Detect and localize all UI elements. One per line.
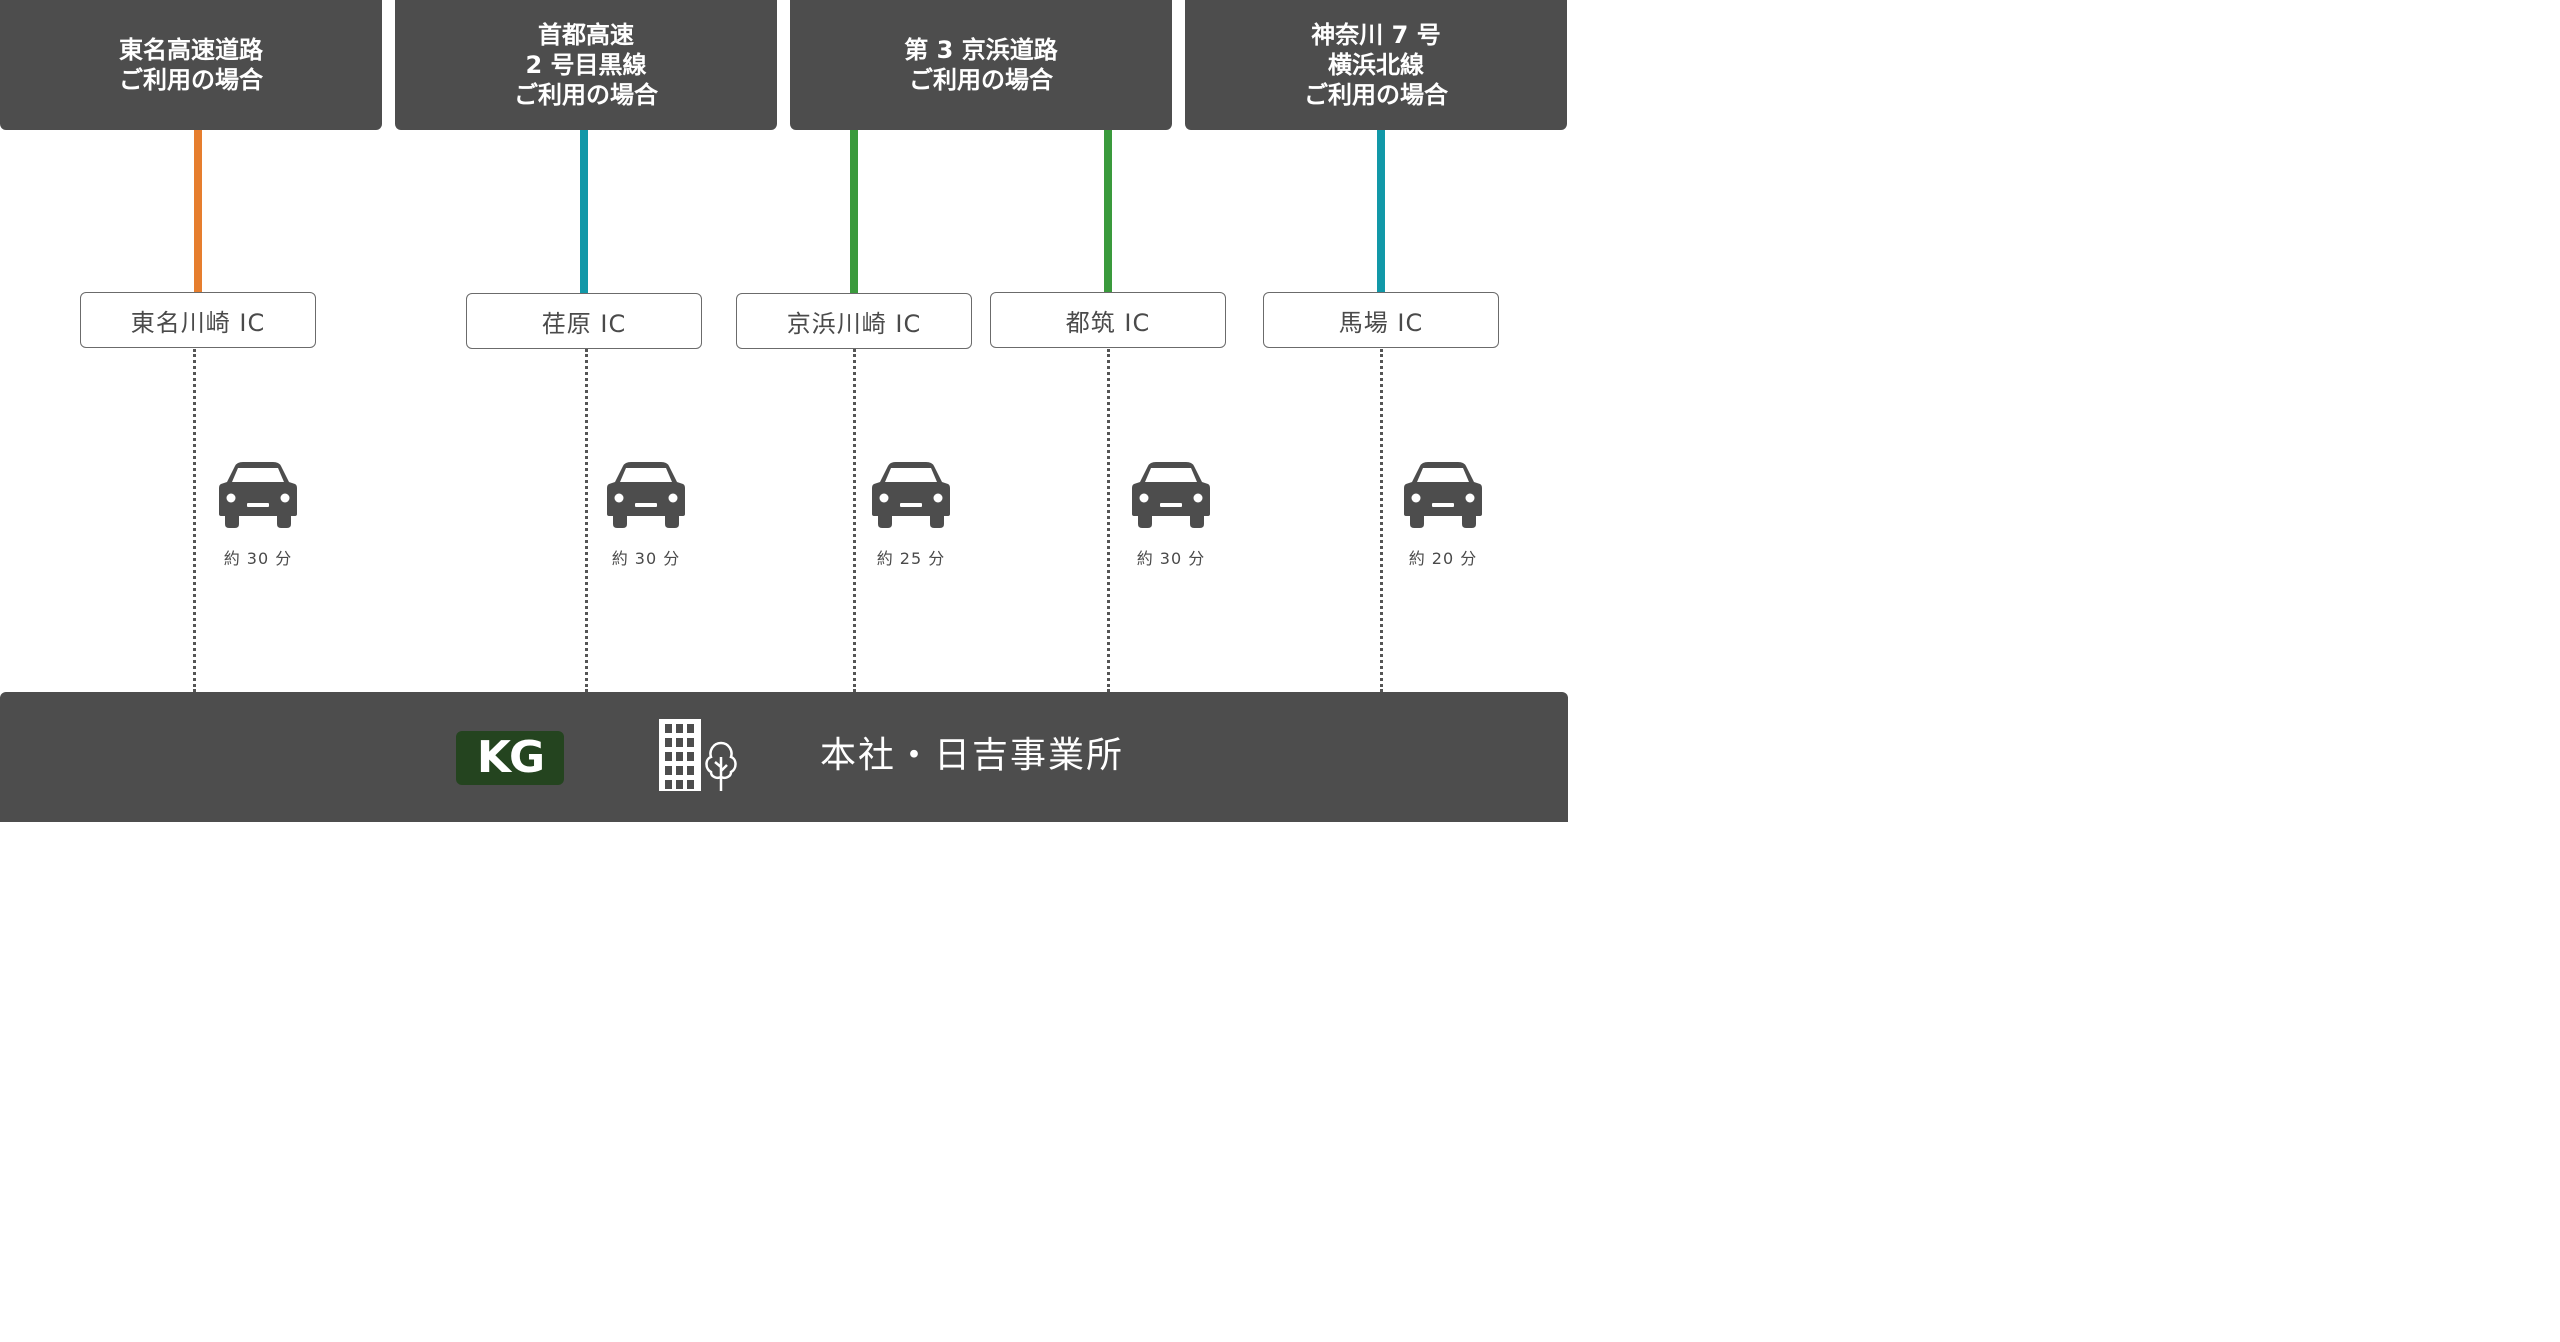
building-tree-icon <box>659 719 737 791</box>
ic-box-tomei-kawasaki: 東名川崎 IC <box>80 292 316 348</box>
car-icon <box>219 462 297 528</box>
kg-logo: KG <box>456 731 564 785</box>
dotted-line-3 <box>852 349 856 692</box>
travel-time-tsuzuki: 約 30 分 <box>1136 549 1206 568</box>
travel-time-tomei-kawasaki: 約 30 分 <box>223 549 293 568</box>
ic-box-tsuzuki: 都筑 IC <box>990 292 1226 348</box>
dotted-line-5 <box>1379 349 1383 692</box>
route-header-tomei: 東名高速道路 ご利用の場合 <box>0 0 382 130</box>
car-icon <box>1404 462 1482 528</box>
travel-time-keihin-kawasaki: 約 25 分 <box>876 549 946 568</box>
destination-bar <box>0 692 1568 822</box>
ic-box-ebara: 荏原 IC <box>466 293 702 349</box>
dotted-line-4 <box>1106 349 1110 692</box>
car-icon <box>872 462 950 528</box>
ic-box-keihin-kawasaki: 京浜川崎 IC <box>736 293 972 349</box>
connector-shuto <box>580 130 588 293</box>
travel-time-baba: 約 20 分 <box>1408 549 1478 568</box>
dotted-line-1 <box>192 349 196 692</box>
ic-box-baba: 馬場 IC <box>1263 292 1499 348</box>
car-icon <box>607 462 685 528</box>
route-header-daisan-keihin: 第 3 京浜道路 ご利用の場合 <box>790 0 1172 130</box>
car-icon <box>1132 462 1210 528</box>
route-header-shuto-meguro: 首都高速 2 号目黒線 ご利用の場合 <box>395 0 777 130</box>
connector-yokohama-hokusen <box>1377 130 1385 293</box>
connector-tomei <box>194 130 202 293</box>
route-header-yokohama-hokusen: 神奈川 7 号 横浜北線 ご利用の場合 <box>1185 0 1567 130</box>
connector-daisan-keihin-2 <box>1104 130 1112 293</box>
connector-daisan-keihin-1 <box>850 130 858 293</box>
dotted-line-2 <box>584 349 588 692</box>
travel-time-ebara: 約 30 分 <box>611 549 681 568</box>
destination-name: 本社・日吉事業所 <box>820 735 1125 776</box>
